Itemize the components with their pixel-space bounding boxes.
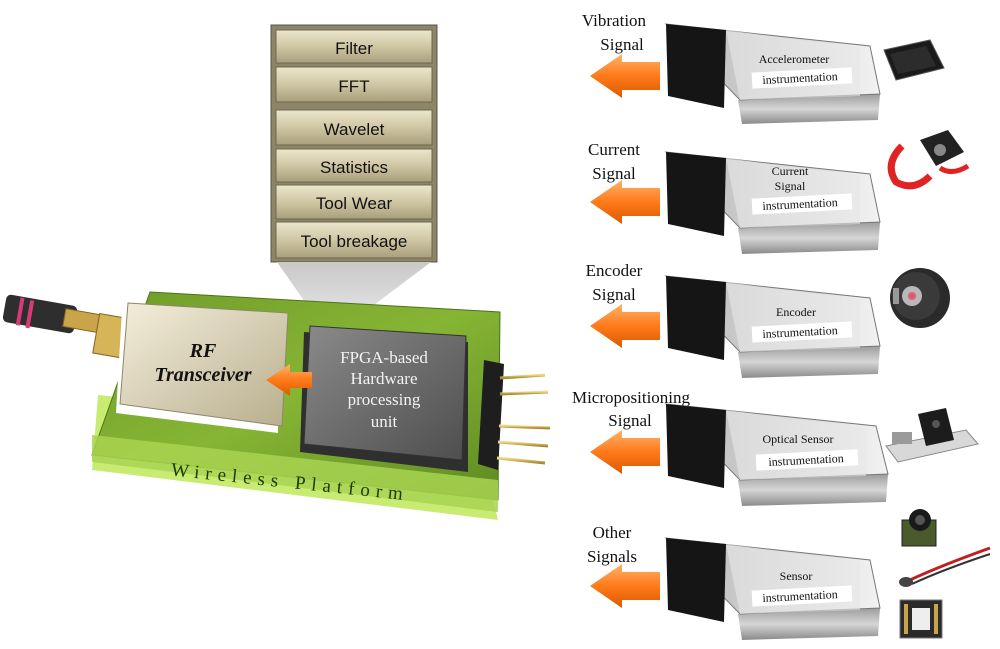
module-label-line-2: instrumentation — [762, 587, 838, 605]
antenna-icon — [2, 294, 134, 360]
menu-item-fft: FFT — [275, 66, 433, 103]
fpga-label-line-4: unit — [371, 412, 398, 431]
signal-label-line-1: Encoder — [586, 261, 643, 280]
signal-label-line-2: Signal — [592, 164, 636, 183]
signal-arrow — [590, 180, 660, 224]
wireless-platform: RF Transceiver FPGA-based Hardware proce… — [2, 291, 551, 520]
menu-callout-wedge — [277, 262, 431, 338]
menu-item-label: Tool breakage — [301, 232, 408, 251]
processing-menu: Filter FFT Wavelet Statistics Tool Wear … — [270, 24, 438, 338]
menu-item-tool-breakage: Tool breakage — [275, 221, 433, 259]
signal-label-line-1: Current — [588, 140, 640, 159]
rf-label-line-1: RF — [189, 340, 217, 362]
signal-label-line-2: Signals — [587, 547, 637, 566]
instrumentation-module: Optical Sensor instrumentation — [664, 403, 889, 506]
signal-arrow — [590, 564, 660, 608]
module-label-line-3: instrumentation — [762, 195, 838, 213]
module-label-line-1: Sensor — [780, 569, 813, 583]
module-label-line-1: Current — [772, 164, 809, 178]
signal-arrow — [590, 430, 660, 474]
menu-item-label: Statistics — [320, 158, 388, 177]
rotary-encoder-icon — [890, 268, 950, 328]
module-label-line-2: instrumentation — [768, 451, 844, 469]
module-label-line-2: Signal — [775, 179, 806, 193]
signal-row-micropositioning: Micropositioning Signal Optical Sensor i… — [572, 388, 979, 506]
module-label-line-1: Optical Sensor — [763, 432, 834, 446]
rf-transceiver-block: RF Transceiver — [116, 302, 289, 433]
fpga-block: FPGA-based Hardware processing unit — [300, 325, 468, 472]
signal-row-current: Current Signal Current Signal instrument… — [588, 130, 970, 254]
instrumentation-module: Accelerometer instrumentation — [664, 23, 881, 124]
menu-item-wavelet: Wavelet — [275, 109, 433, 146]
rf-label-line-2: Transceiver — [154, 364, 251, 386]
signal-label-line-2: Signal — [608, 411, 652, 430]
menu-item-filter: Filter — [275, 29, 433, 64]
signal-row-other: Other Signals Sensor instrumentation — [587, 509, 991, 640]
menu-item-label: Tool Wear — [316, 194, 393, 213]
signal-label-line-2: Signal — [592, 285, 636, 304]
signal-label-line-1: Micropositioning — [572, 388, 691, 407]
instrumentation-module: Current Signal instrumentation — [664, 151, 881, 254]
signal-row-vibration: Vibration Signal Accelerometer instrumen… — [582, 11, 945, 124]
fpga-label-line-3: processing — [348, 390, 421, 409]
instrumentation-module: Encoder instrumentation — [664, 275, 881, 378]
menu-item-label: FFT — [338, 77, 369, 96]
menu-item-tool-wear: Tool Wear — [275, 184, 433, 220]
fpga-label-line-2: Hardware — [350, 369, 417, 388]
signal-label-line-2: Signal — [600, 35, 644, 54]
menu-item-label: Wavelet — [324, 120, 385, 139]
menu-item-label: Filter — [335, 39, 373, 58]
module-label-line-2: instrumentation — [762, 323, 838, 341]
fpga-to-rf-arrow — [266, 364, 312, 396]
module-label-line-1: Accelerometer — [759, 52, 830, 66]
module-label-line-1: Encoder — [776, 305, 816, 319]
signal-row-encoder: Encoder Signal Encoder instrumentation — [586, 261, 950, 378]
misc-sensors-icon — [899, 509, 991, 639]
module-label-line-2: instrumentation — [762, 69, 838, 87]
pin-header-icon — [478, 360, 551, 470]
signal-arrow — [590, 54, 660, 98]
optical-sensor-icon — [885, 408, 979, 463]
signal-arrow — [590, 304, 660, 348]
accelerometer-chip-icon — [883, 39, 945, 81]
fpga-label-line-1: FPGA-based — [340, 348, 428, 367]
current-clamp-icon — [887, 130, 970, 190]
instrumentation-module: Sensor instrumentation — [664, 537, 881, 640]
signal-label-line-1: Other — [593, 523, 632, 542]
signal-label-line-1: Vibration — [582, 11, 647, 30]
menu-item-statistics: Statistics — [275, 148, 433, 183]
